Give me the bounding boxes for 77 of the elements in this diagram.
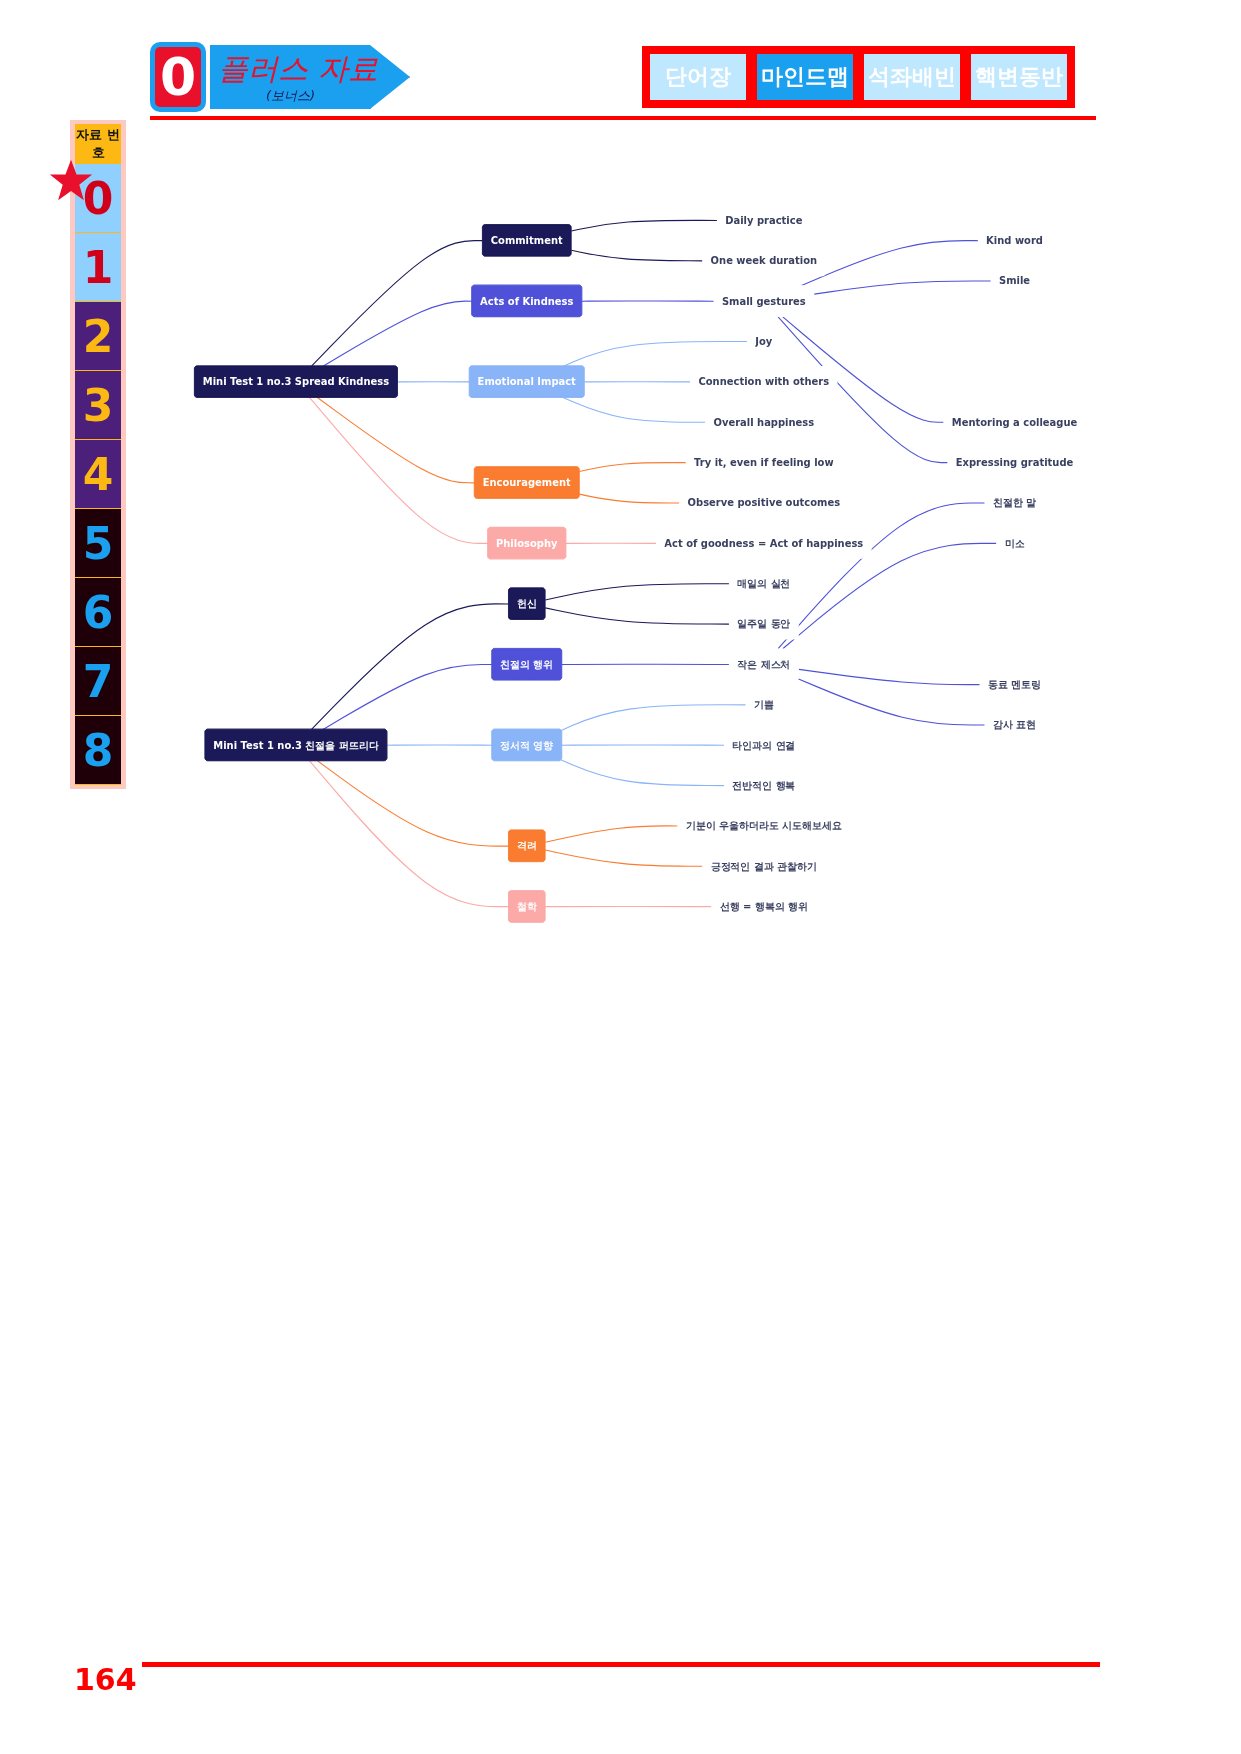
number-tab: 3: [75, 371, 121, 440]
node-text: 기쁨: [753, 698, 774, 711]
connector: [386, 744, 493, 746]
tab: 핵변동반: [968, 51, 1070, 103]
number-tab: 5: [75, 509, 121, 578]
connector: [560, 759, 725, 787]
connector: [777, 316, 949, 464]
node-text: Small gestures: [721, 295, 806, 307]
connector: [397, 381, 471, 383]
connector: [583, 381, 691, 383]
node-text: Overall happiness: [713, 416, 815, 428]
banner-number: 0: [150, 42, 206, 112]
connector: [560, 704, 747, 731]
connector: [544, 905, 713, 908]
number-tab: 8: [75, 716, 121, 785]
node-text: 감사 표현: [992, 718, 1037, 731]
sidebar-heading: 자료 번호: [75, 124, 121, 164]
connector: [782, 316, 945, 423]
node-text: Try it, even if feeling low: [694, 456, 834, 469]
connector: [798, 678, 986, 726]
connector: [813, 280, 992, 295]
connector: [544, 607, 730, 625]
node-text: Smile: [998, 274, 1031, 287]
page-number: 164: [74, 1662, 137, 1697]
connector: [570, 249, 704, 262]
connector: [562, 397, 706, 423]
connector: [798, 668, 981, 686]
node-text: 선행 = 행복의 행위: [719, 900, 809, 913]
node-text: Connection with others: [698, 375, 830, 388]
connector: [581, 300, 715, 302]
connector: [544, 849, 704, 867]
node-text: 동료 멘토링: [987, 678, 1042, 691]
tab: 단어장: [647, 51, 749, 103]
number-tab: 6: [75, 578, 121, 647]
number-tab: 2: [75, 302, 121, 371]
node-text: 매일의 실천: [737, 577, 791, 590]
connector: [578, 462, 687, 473]
node-text: 미소: [1004, 537, 1025, 549]
node-text: 기분이 우울하더라도 시도해보세요: [685, 819, 842, 832]
node-text: 친절한 말: [992, 496, 1037, 509]
number-tab: 7: [75, 647, 121, 716]
node-text: Mentoring a colleague: [951, 416, 1078, 428]
connector: [578, 493, 681, 504]
node-text: Joy: [755, 335, 773, 348]
number-tab: 4: [75, 440, 121, 509]
node-text: Act of goodness = Act of happiness: [664, 537, 864, 549]
node-text: 작은 제스처: [737, 658, 791, 671]
node-text: Expressing gratitude: [955, 456, 1074, 469]
connector: [322, 663, 493, 730]
connector: [800, 240, 979, 286]
connector: [311, 603, 510, 730]
connector: [309, 760, 510, 908]
number-tab: 1: [75, 233, 121, 302]
banner-subtitle: (보너스): [266, 87, 316, 105]
connector: [309, 397, 489, 544]
connector: [565, 542, 657, 544]
connector: [317, 397, 476, 484]
tab: 석좌배빈: [861, 51, 963, 103]
node-text: 타인과의 연결: [732, 739, 796, 751]
connector: [777, 502, 986, 650]
node-text: One week duration: [710, 254, 818, 267]
node-text: Daily practice: [725, 214, 803, 226]
connector: [317, 760, 510, 847]
connector: [311, 240, 484, 367]
tab: 마인드맵: [754, 51, 856, 103]
node-text: Kind word: [986, 234, 1043, 247]
connector: [544, 825, 679, 843]
node-text: Observe positive outcomes: [687, 496, 841, 509]
connector: [570, 219, 718, 232]
node-text: 긍정적인 결과 관찰하기: [710, 860, 818, 872]
connector: [561, 744, 725, 746]
node-text: 전반적인 행복: [732, 779, 796, 792]
connector: [561, 663, 730, 666]
connector: [544, 583, 730, 601]
connector: [782, 542, 998, 650]
banner-title: 플러스 자료: [218, 50, 378, 88]
number-tab: 0: [75, 164, 121, 233]
